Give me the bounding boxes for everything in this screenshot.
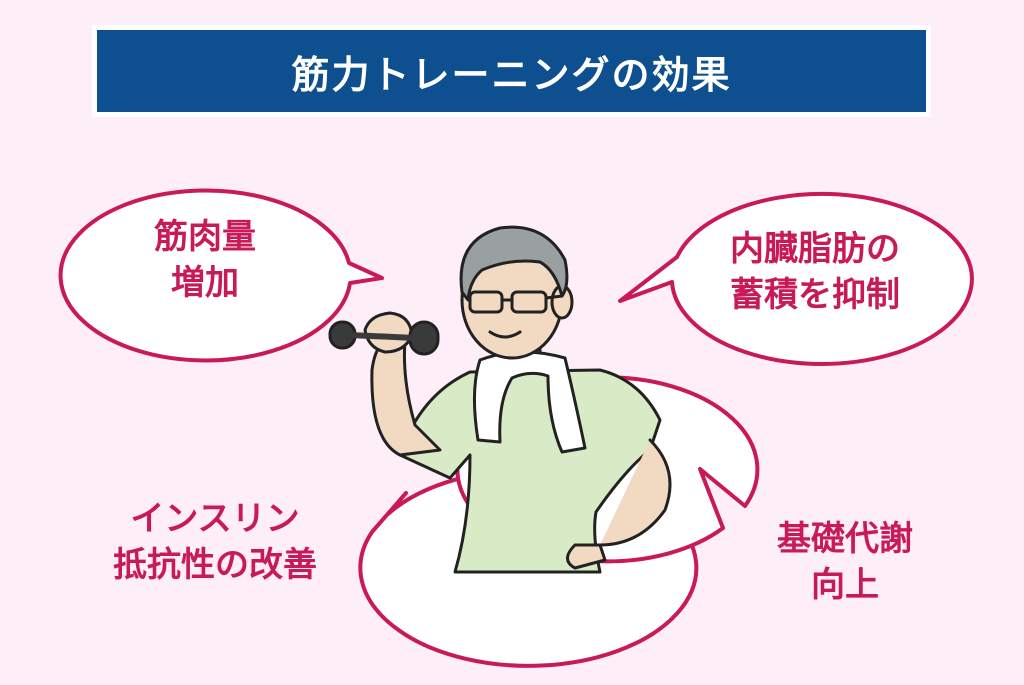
title-banner: 筋力トレーニングの効果 (97, 30, 926, 112)
bubble-bottom-right-line2: 向上 (811, 565, 879, 605)
bubble-top-right-text: 内臓脂肪の 蓄積を抑制 (680, 212, 950, 332)
bubble-top-left (58, 188, 384, 363)
bubble-bottom-left-line2: 抵抗性の改善 (113, 545, 317, 585)
bubble-top-right-line1: 内臓脂肪の (730, 229, 900, 269)
bubble-bottom-right-line1: 基礎代謝 (777, 519, 913, 559)
bubble-bottom-left-text: インスリン 抵抗性の改善 (60, 480, 370, 604)
bubble-top-right-line2: 蓄積を抑制 (730, 275, 900, 315)
bubble-top-left-line1: 筋肉量 (154, 217, 256, 257)
bubble-top-right (618, 191, 974, 366)
page-title: 筋力トレーニングの効果 (291, 52, 732, 97)
bubble-bottom-left-line1: インスリン (130, 499, 300, 539)
bubble-top-left-text: 筋肉量 増加 (80, 200, 330, 320)
bubble-top-left-line2: 増加 (171, 263, 239, 303)
bubble-bottom-right-text: 基礎代謝 向上 (725, 500, 965, 624)
